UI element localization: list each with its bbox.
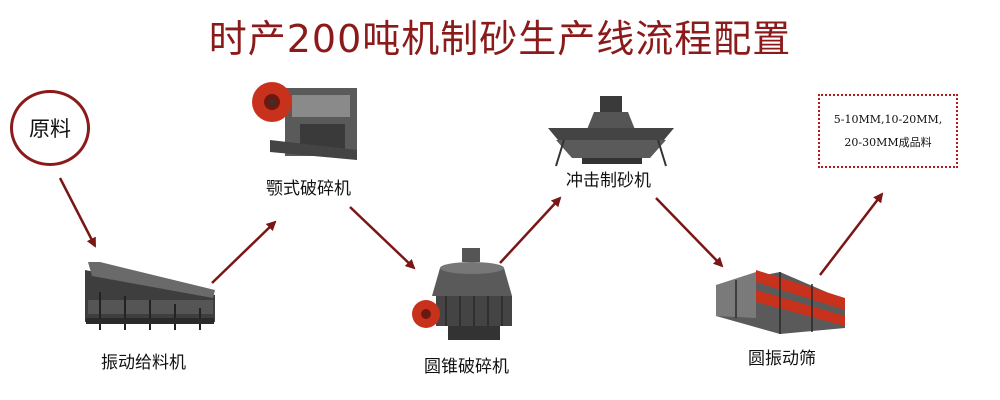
raw-material-label: 原料 xyxy=(29,117,71,141)
step-label-jaw-crusher: 颚式破碎机 xyxy=(266,179,351,199)
flow-arrows xyxy=(58,177,884,284)
output-box: 5-10MM,10-20MM, 20-30MM成品料 xyxy=(818,94,958,168)
cone-crusher-icon xyxy=(412,248,512,340)
vibrating-feeder-icon xyxy=(85,262,215,330)
circular-vibrating-screen-icon xyxy=(716,270,845,334)
arrow-screen-to-output xyxy=(819,192,884,276)
arrow-jaw-to-cone xyxy=(349,206,416,270)
output-line-1: 5-10MM,10-20MM, xyxy=(833,113,943,126)
page-title: 时产200吨机制砂生产线流程配置 xyxy=(208,17,792,61)
raw-material-node: 原料 xyxy=(10,90,90,166)
step-label-impact-sand-maker: 冲击制砂机 xyxy=(566,171,651,191)
jaw-crusher-icon xyxy=(252,82,357,160)
step-label-cone-crusher: 圆锥破碎机 xyxy=(424,357,509,377)
arrow-feeder-to-jaw xyxy=(211,220,277,284)
arrow-cone-to-impact xyxy=(499,196,562,264)
output-line-2: 20-30MM成品料 xyxy=(844,136,932,149)
impact-sand-maker-icon xyxy=(548,96,674,167)
step-label-vibrating-feeder: 振动给料机 xyxy=(101,353,186,373)
step-label-circular-vibrating-screen: 圆振动筛 xyxy=(748,349,816,369)
arrow-impact-to-screen xyxy=(655,197,724,268)
arrow-raw-to-feeder xyxy=(58,177,97,248)
